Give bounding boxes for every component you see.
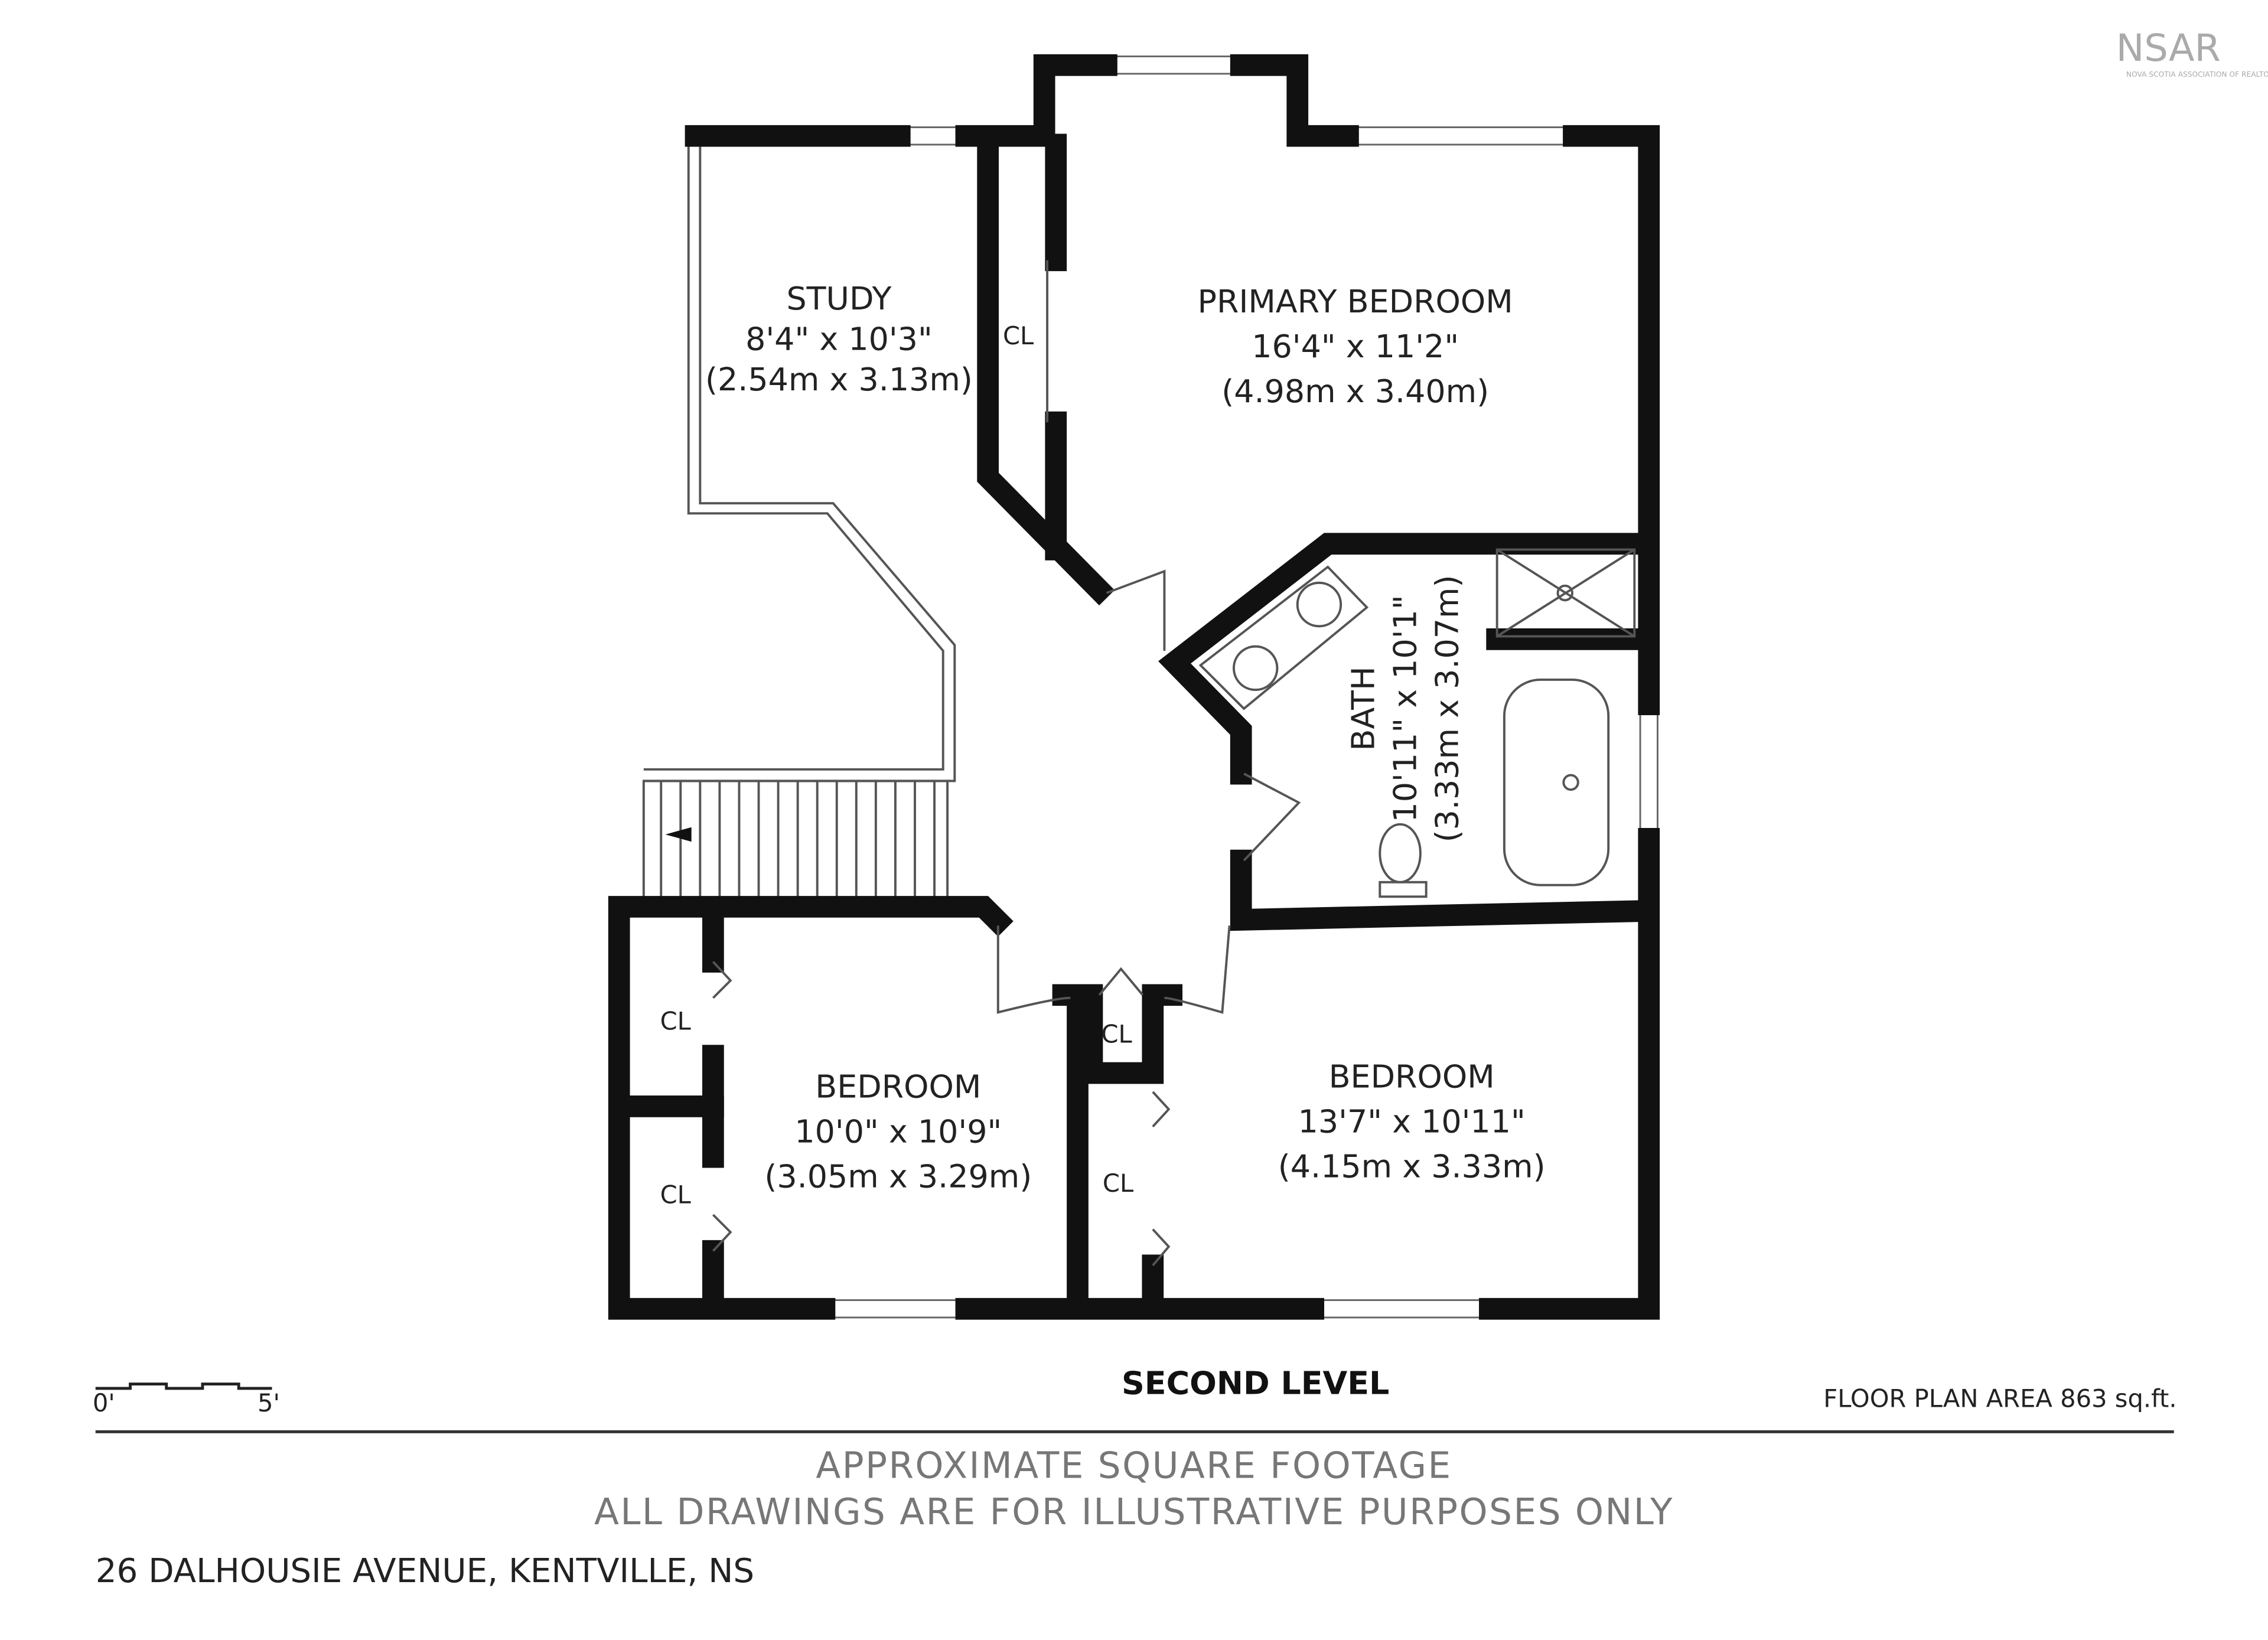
room-imperial: 13'7" x 10'11" [1298, 1103, 1526, 1140]
scale-bar: 0' 5' [93, 1383, 280, 1417]
room-primary-bedroom: PRIMARY BEDROOM 16'4" x 11'2" (4.98m x 3… [1198, 283, 1513, 410]
room-imperial: 8'4" x 10'3" [745, 321, 933, 358]
room-metric: (4.98m x 3.40m) [1221, 373, 1489, 410]
floor-plan-area: FLOOR PLAN AREA 863 sq.ft. [1823, 1384, 2176, 1413]
stairs [642, 780, 949, 901]
study-railing [643, 144, 956, 782]
disclaimer-line-1: APPROXIMATE SQUARE FOOTAGE [816, 1445, 1452, 1487]
room-metric: (2.54m x 3.13m) [705, 361, 973, 398]
room-metric: (3.33m x 3.07m) [1429, 575, 1466, 842]
bath-fixtures [1198, 548, 1636, 898]
windows [823, 56, 1658, 1319]
room-name: BATH [1345, 666, 1382, 751]
closet-label: CL [1101, 1020, 1132, 1049]
scale-start: 0' [93, 1388, 115, 1417]
room-imperial: 16'4" x 11'2" [1252, 328, 1459, 365]
level-title: SECOND LEVEL [1122, 1365, 1389, 1402]
room-metric: (3.05m x 3.29m) [764, 1158, 1032, 1195]
nsar-logo: NSAR NOVA SCOTIA ASSOCIATION OF REALTORS [2116, 27, 2268, 79]
room-bedroom-1: BEDROOM 10'0" x 10'9" (3.05m x 3.29m) [764, 1068, 1032, 1195]
logo-subtitle: NOVA SCOTIA ASSOCIATION OF REALTORS [2126, 70, 2268, 79]
closet-label: CL [1103, 1169, 1133, 1198]
room-name: BEDROOM [1329, 1058, 1495, 1095]
property-address: 26 DALHOUSIE AVENUE, KENTVILLE, NS [96, 1552, 754, 1590]
closet-label: CL [660, 1180, 691, 1209]
scale-end: 5' [258, 1388, 280, 1417]
room-study: STUDY 8'4" x 10'3" (2.54m x 3.13m) [705, 280, 973, 398]
doors [712, 260, 1301, 1267]
walls [608, 54, 1660, 1320]
room-bedroom-2: BEDROOM 13'7" x 10'11" (4.15m x 3.33m) [1278, 1058, 1546, 1185]
closet-label: CL [1003, 321, 1034, 350]
room-name: BEDROOM [815, 1068, 981, 1106]
room-imperial: 10'11" x 10'1" [1387, 595, 1424, 822]
disclaimer-line-2: ALL DRAWINGS ARE FOR ILLUSTRATIVE PURPOS… [594, 1491, 1674, 1533]
closet-label: CL [660, 1007, 691, 1036]
closet-labels: CL CL CL CL CL [660, 321, 1134, 1209]
room-name: PRIMARY BEDROOM [1198, 283, 1513, 320]
room-metric: (4.15m x 3.33m) [1278, 1147, 1546, 1185]
room-imperial: 10'0" x 10'9" [794, 1113, 1002, 1150]
room-bath: BATH 10'11" x 10'1" (3.33m x 3.07m) [1345, 575, 1466, 842]
logo-text: NSAR [2116, 27, 2221, 70]
stair-arrow-icon [665, 827, 692, 842]
room-name: STUDY [786, 280, 891, 317]
